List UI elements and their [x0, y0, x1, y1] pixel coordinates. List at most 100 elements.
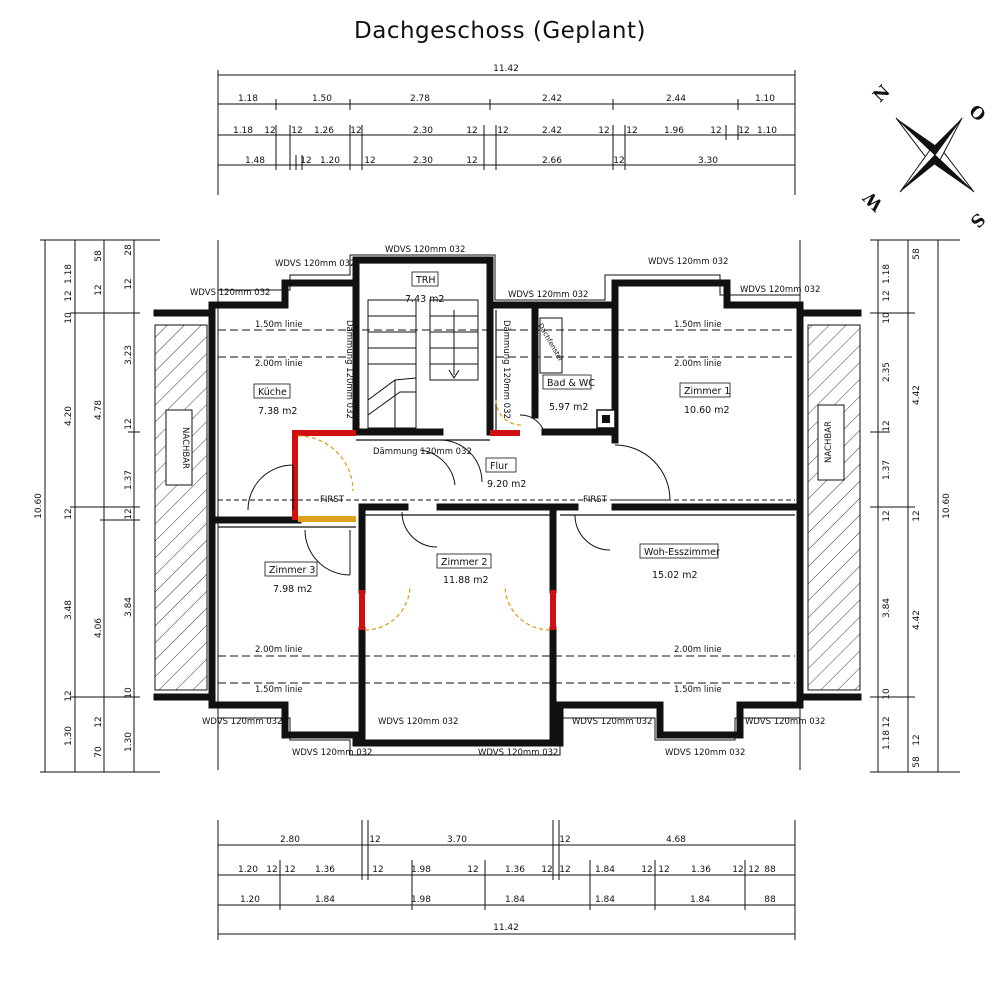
room-area-kueche: 7.38 m2 [258, 406, 297, 417]
dim-left-a: 1.30 [124, 732, 134, 752]
dim-bottom-2: 12 [284, 865, 295, 875]
dim-right-b: 4.42 [912, 385, 922, 405]
room-area-zimmer1: 10.60 m2 [684, 405, 730, 416]
dim-left-a: 12 [124, 278, 134, 289]
dim-bottom-2: 12 [541, 865, 552, 875]
dim-top-2: 12 [626, 126, 637, 136]
bottom-total-dim: 11.42 [493, 923, 519, 933]
dim-left-a: 1.37 [124, 470, 134, 490]
compass-rose-icon: N O S W [859, 81, 989, 231]
dim-bottom-3: 88 [764, 895, 776, 905]
dim-top-3: 3.30 [698, 156, 718, 166]
linie-150-zimmer3: 1.50m linie [255, 685, 303, 695]
left-dimension-lines [40, 239, 160, 773]
dim-bottom-2: 12 [658, 865, 669, 875]
room-area-wohess: 15.02 m2 [652, 570, 698, 581]
dim-left-b: 1.30 [64, 726, 74, 746]
dim-top-1: 1.18 [238, 94, 258, 104]
dim-top-2: 12 [466, 126, 477, 136]
dim-right-a: 1.18 [882, 730, 892, 750]
room-name-zimmer1: Zimmer 1 [684, 386, 730, 397]
dim-bottom-2: 1.84 [595, 865, 615, 875]
left-total-dim: 10.60 [34, 493, 44, 519]
linie-200-kueche: 2.00m linie [255, 359, 303, 369]
dim-bottom-2: 1.20 [238, 865, 258, 875]
room-area-trh: 7.43 m2 [405, 294, 444, 305]
wdvs-label: WDVS 120mm 032 [572, 717, 652, 727]
dim-left-b: 70 [94, 746, 104, 758]
dim-top-2: 1.10 [757, 126, 777, 136]
room-name-kueche: Küche [258, 387, 287, 398]
dim-bottom-3: 1.84 [505, 895, 525, 905]
dim-left-a: 10 [124, 687, 134, 699]
dim-bottom-2: 88 [764, 865, 776, 875]
daemmung-label: Dämmung 120mm 032 [344, 320, 354, 419]
chimney [596, 409, 616, 429]
dim-bottom-2: 12 [559, 865, 570, 875]
dim-top-1: 2.42 [542, 94, 562, 104]
wdvs-label: WDVS 120mm 032 [648, 257, 728, 267]
dim-top-2: 12 [598, 126, 609, 136]
dim-bottom-2: 12 [467, 865, 478, 875]
dim-bottom-2: 1.36 [505, 865, 525, 875]
dim-bottom-1: 12 [559, 835, 570, 845]
wdvs-label: WDVS 120mm 032 [740, 285, 820, 295]
dim-top-1: 1.10 [755, 94, 775, 104]
dim-bottom-1: 12 [369, 835, 380, 845]
dim-top-3: 2.66 [542, 156, 562, 166]
daemmung-label: Dämmung 120mm 032 [501, 320, 511, 419]
dim-right-a: 12 [882, 716, 892, 727]
room-name-bad: Bad & WC [547, 378, 595, 389]
dim-bottom-3: 1.98 [411, 895, 431, 905]
compass-s: S [966, 208, 989, 231]
dim-right-a: 2.35 [882, 362, 892, 382]
room-name-trh: TRH [415, 275, 436, 286]
linie-200-zimmer1: 2.00m linie [674, 359, 722, 369]
dim-bottom-3: 1.20 [240, 895, 260, 905]
room-name-zimmer2: Zimmer 2 [441, 557, 487, 568]
new-walls [292, 430, 556, 630]
dim-top-3: 12 [613, 156, 624, 166]
wdvs-label: WDVS 120mm 032 [275, 259, 355, 269]
wdvs-label: WDVS 120mm 032 [665, 748, 745, 758]
dim-top-3: 12 [364, 156, 375, 166]
dim-right-a: 12 [882, 290, 892, 301]
dim-top-2: 1.18 [233, 126, 253, 136]
dim-top-2: 1.96 [664, 126, 684, 136]
dim-top-2: 12 [710, 126, 721, 136]
dim-left-a: 12 [64, 290, 74, 301]
room-name-zimmer3: Zimmer 3 [269, 565, 315, 576]
dim-top-3: 12 [300, 156, 311, 166]
dim-right-a: 1.37 [882, 460, 892, 480]
dim-top-2: 12 [291, 126, 302, 136]
dim-left-a: 28 [124, 244, 134, 256]
dim-bottom-2: 12 [748, 865, 759, 875]
dim-bottom-3: 1.84 [315, 895, 335, 905]
linie-150-zimmer1: 1.50m linie [674, 320, 722, 330]
dim-top-3: 1.20 [320, 156, 340, 166]
dim-top-2: 2.42 [542, 126, 562, 136]
height-lines [218, 329, 795, 684]
dim-top-2: 2.30 [413, 126, 433, 136]
dim-top-2: 12 [264, 126, 275, 136]
dachfenster-box [539, 317, 563, 374]
plan-title: Dachgeschoss (Geplant) [354, 18, 646, 44]
dim-top-2: 1.26 [314, 126, 334, 136]
linie-150-wohess: 1.50m linie [674, 685, 722, 695]
wdvs-label: WDVS 120mm 032 [508, 290, 588, 300]
dim-left-a: 10 [64, 312, 74, 324]
dim-left-b: 12 [64, 690, 74, 701]
dim-top-3: 2.30 [413, 156, 433, 166]
dim-left-a: 12 [94, 284, 104, 295]
room-area-flur: 9.20 m2 [487, 479, 526, 490]
dim-left-a: 12 [94, 716, 104, 727]
dim-bottom-2: 1.98 [411, 865, 431, 875]
dim-right-a: 12 [882, 510, 892, 521]
wdvs-label: WDVS 120mm 032 [378, 717, 458, 727]
dim-left-b: 12 [64, 508, 74, 519]
dim-left-a: 3.23 [124, 345, 134, 365]
staircase [367, 299, 479, 429]
dim-bottom-2: 1.36 [315, 865, 335, 875]
top-dimension-lines [217, 70, 796, 195]
